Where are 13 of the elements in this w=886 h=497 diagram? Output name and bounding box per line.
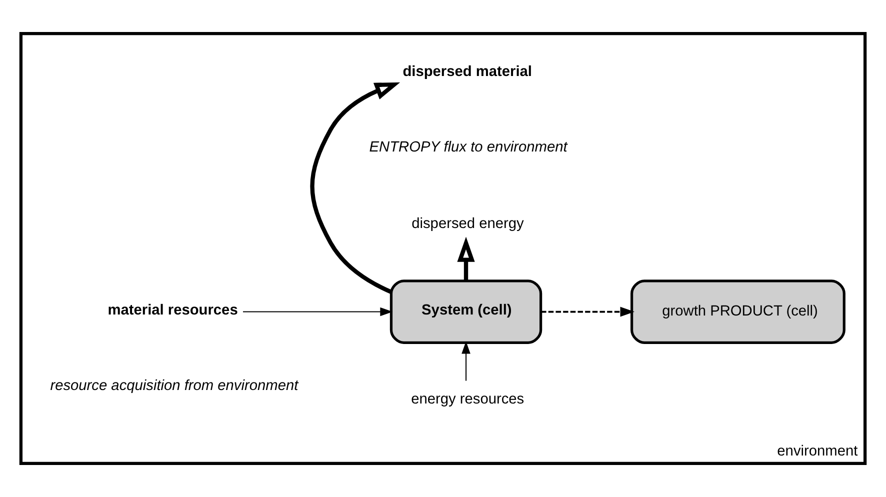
arrow bbox=[457, 236, 475, 281]
label: resource acquisition from environment bbox=[50, 378, 298, 394]
node-text: dispersed energy bbox=[412, 216, 524, 232]
node-text: material resources bbox=[108, 302, 238, 319]
node-box: System (cell) bbox=[390, 280, 542, 344]
arrow bbox=[310, 82, 400, 294]
arrow bbox=[462, 341, 470, 381]
arrow bbox=[243, 307, 393, 316]
arrow bbox=[541, 306, 634, 317]
node-text: dispersed material bbox=[402, 64, 532, 80]
node-box: growth PRODUCT (cell) bbox=[630, 280, 846, 344]
label: ENTROPY flux to environment bbox=[369, 139, 568, 156]
node-text: energy resources bbox=[411, 392, 524, 408]
